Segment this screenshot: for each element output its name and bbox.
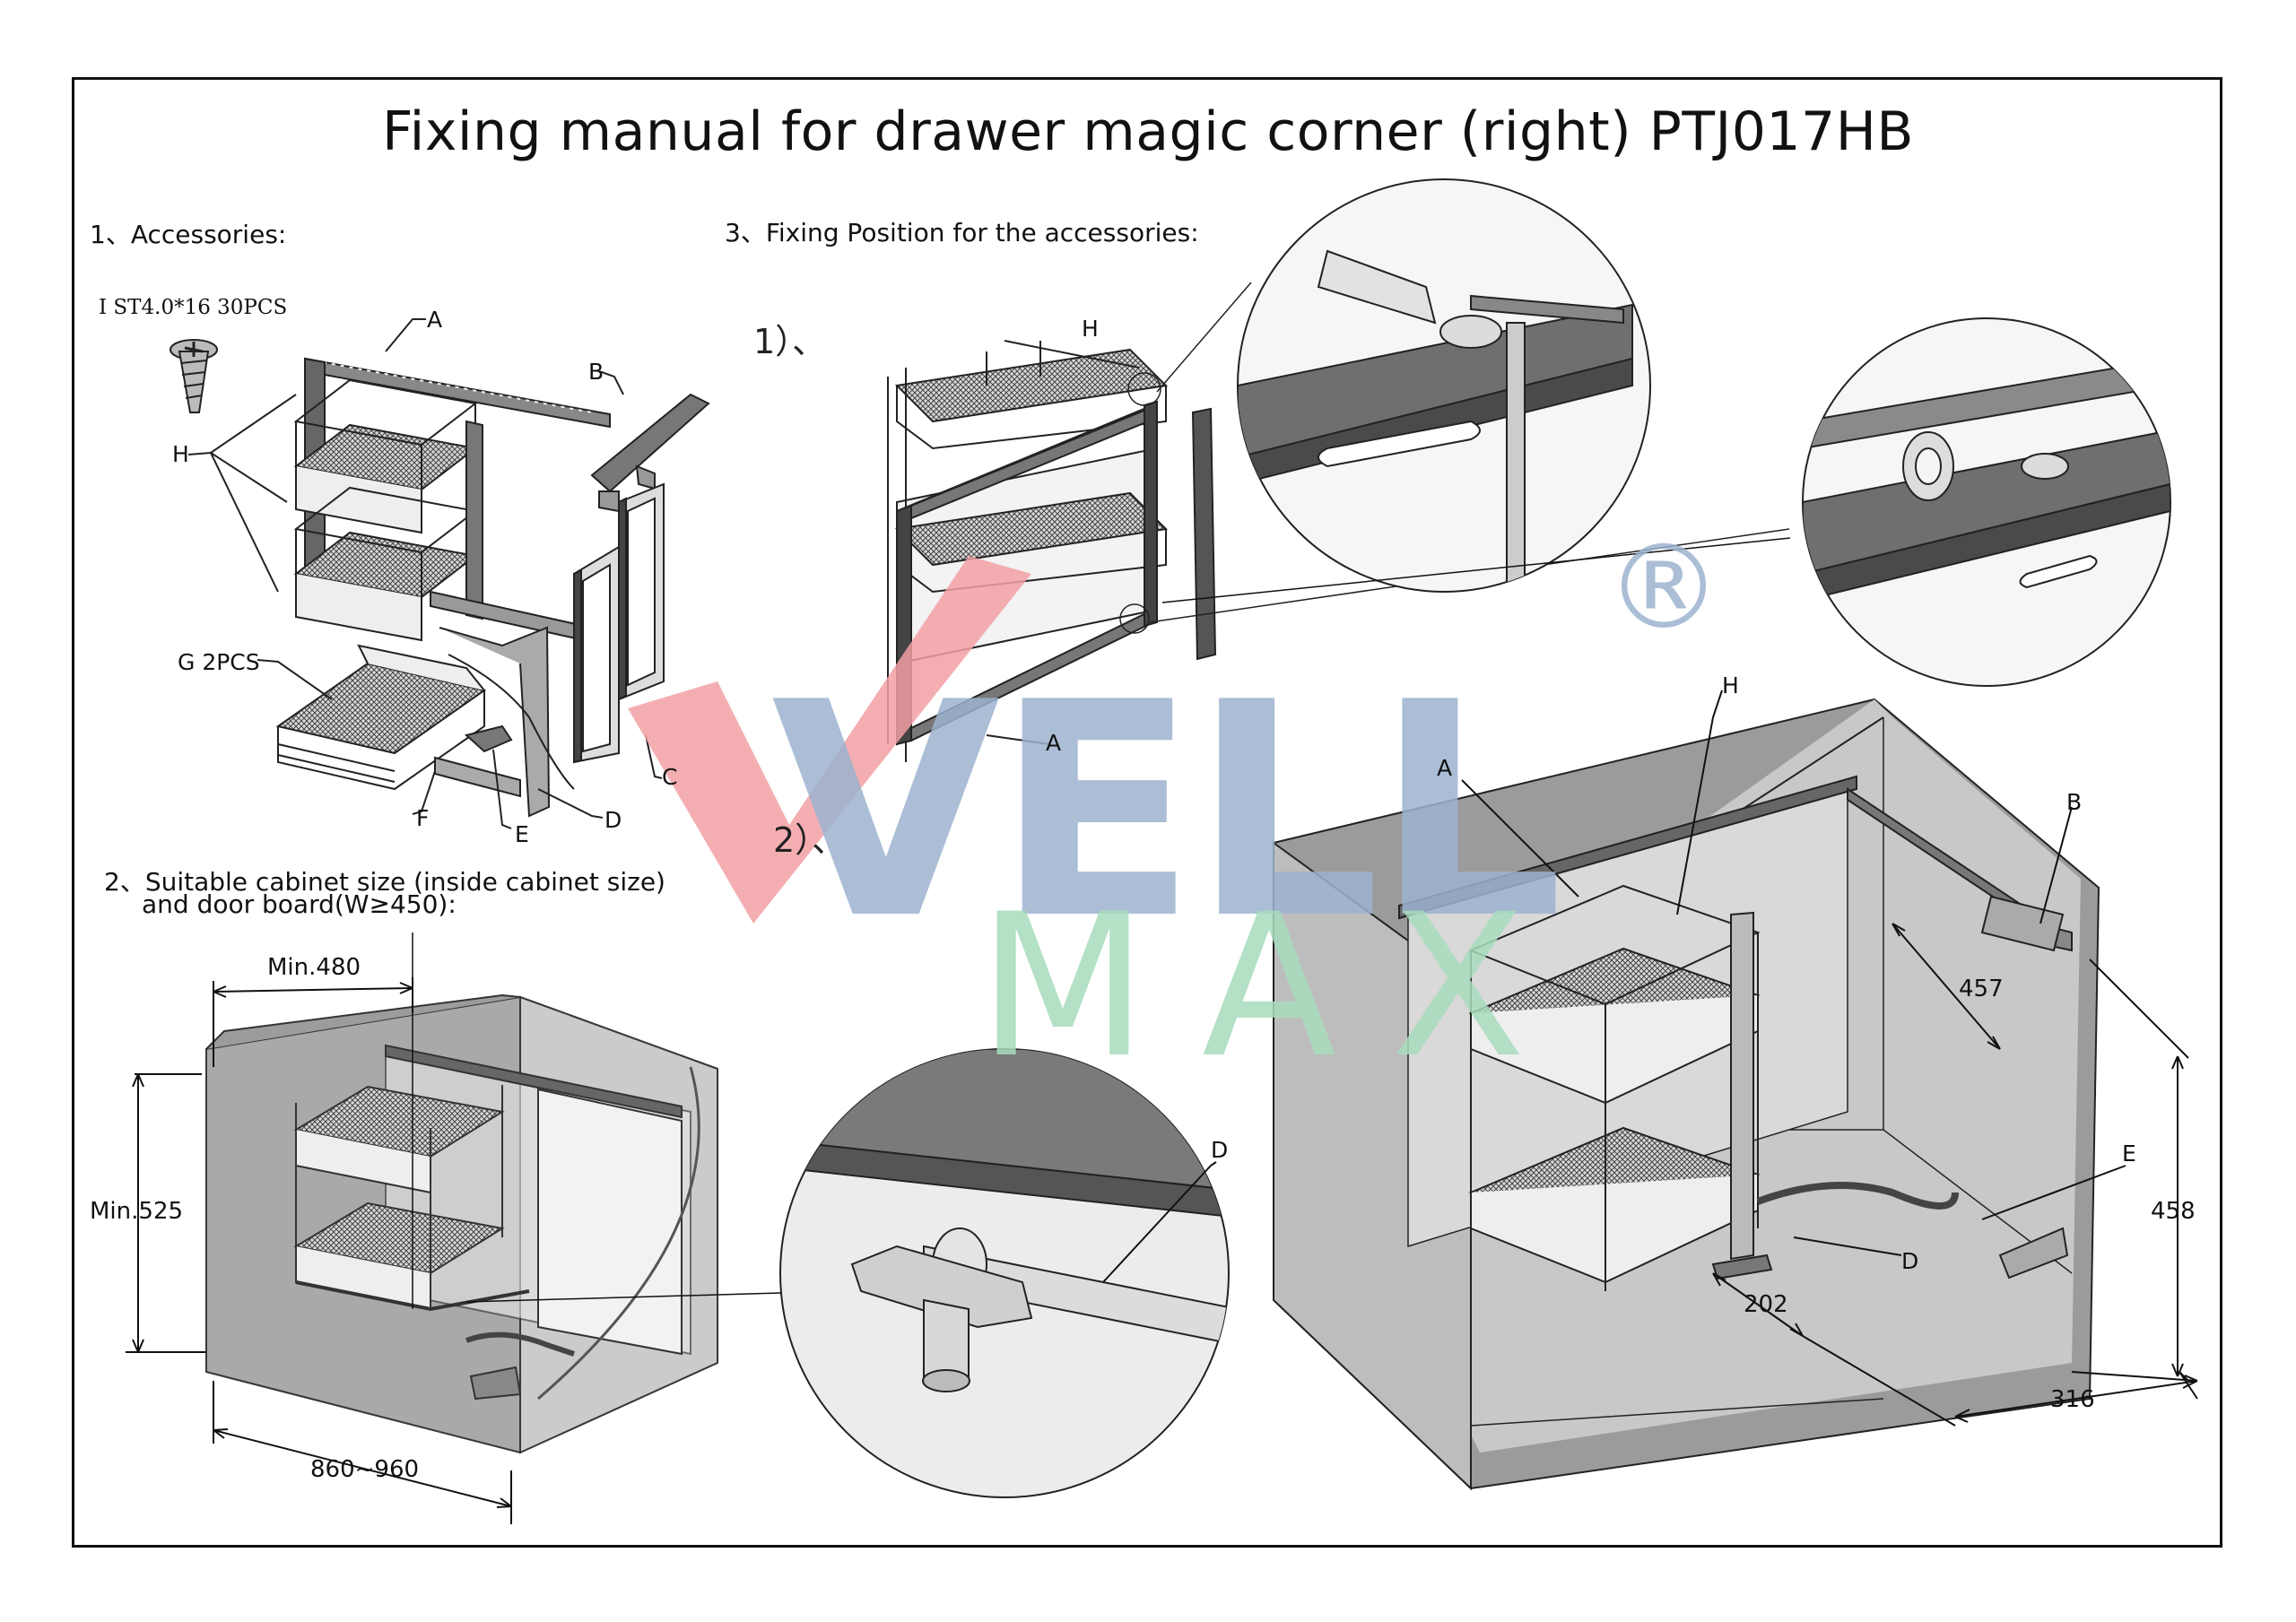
installed-baskets bbox=[1468, 884, 1761, 1291]
bottom-fitting-zoom bbox=[1802, 317, 2171, 687]
part-label-c: C bbox=[662, 764, 678, 790]
cabinet-size-view bbox=[126, 932, 781, 1524]
zoom-label-d: D bbox=[1211, 1137, 1229, 1163]
section-cabinet-size-line2: and door board(W≥450): bbox=[142, 889, 457, 919]
dimension-316: 316 bbox=[2050, 1386, 2095, 1413]
part-label-b: B bbox=[588, 359, 604, 385]
step1-label-a: A bbox=[1046, 730, 1062, 756]
accessories-exploded-view bbox=[187, 318, 710, 829]
dimension-min-height: Min.525 bbox=[90, 1198, 184, 1225]
leader-h bbox=[187, 394, 297, 593]
section-accessories-heading: 1、Accessories: bbox=[90, 220, 287, 249]
leader-f bbox=[412, 770, 436, 815]
section-cabinet-size-line1: 2、Suitable cabinet size (inside cabinet … bbox=[104, 867, 665, 897]
dimension-202: 202 bbox=[1744, 1291, 1788, 1318]
step-2-label: 2）、 bbox=[773, 820, 847, 860]
dimension-457: 457 bbox=[1959, 976, 2004, 1002]
part-label-g: G 2PCS bbox=[178, 649, 260, 675]
accessory-screw-note: I ST4.0*16 30PCS bbox=[99, 296, 288, 319]
leader-a bbox=[385, 318, 426, 352]
leader-b bbox=[598, 370, 624, 395]
door-frame-c bbox=[573, 482, 665, 764]
part-label-f: F bbox=[416, 805, 430, 831]
dimension-min-width: Min.480 bbox=[267, 954, 361, 981]
leader-g bbox=[257, 659, 333, 700]
basket-pair-cabinet bbox=[293, 1085, 530, 1312]
step2-label-b: B bbox=[2066, 789, 2083, 815]
part-label-d: D bbox=[604, 807, 622, 833]
part-label-e: E bbox=[515, 821, 529, 847]
step1-assembly bbox=[887, 282, 1790, 762]
part-label-h: H bbox=[172, 441, 189, 467]
step1-label-h: H bbox=[1082, 316, 1099, 342]
screw-icon bbox=[170, 339, 218, 413]
section-fixing-position-heading: 3、Fixing Position for the accessories: bbox=[725, 218, 1199, 247]
page-title: Fixing manual for drawer magic corner (r… bbox=[382, 100, 1914, 163]
part-label-a: A bbox=[427, 307, 443, 333]
cabinet-dimension-lines bbox=[126, 932, 781, 1524]
step2-label-e: E bbox=[2122, 1141, 2136, 1167]
dimension-cabinet-width: 860~960 bbox=[310, 1456, 420, 1483]
dimension-458: 458 bbox=[2151, 1198, 2196, 1225]
top-fitting-zoom bbox=[1237, 178, 1651, 593]
installed-cabinet-view bbox=[1273, 690, 2198, 1491]
basket-g bbox=[275, 644, 487, 791]
pivot-detail-zoom-d bbox=[779, 1048, 1230, 1498]
basket-lower bbox=[293, 486, 478, 642]
installed-dimension-lines bbox=[1461, 690, 2198, 1427]
bracket-b bbox=[590, 393, 710, 513]
step2-label-a: A bbox=[1437, 755, 1453, 781]
leader-c bbox=[645, 734, 663, 779]
step-1-label: 1）、 bbox=[753, 322, 827, 361]
leader-e bbox=[492, 749, 512, 829]
leader-d bbox=[537, 788, 604, 819]
step2-label-h: H bbox=[1722, 672, 1739, 698]
step2-label-d: D bbox=[1901, 1248, 1919, 1274]
page-border bbox=[72, 77, 2222, 1548]
